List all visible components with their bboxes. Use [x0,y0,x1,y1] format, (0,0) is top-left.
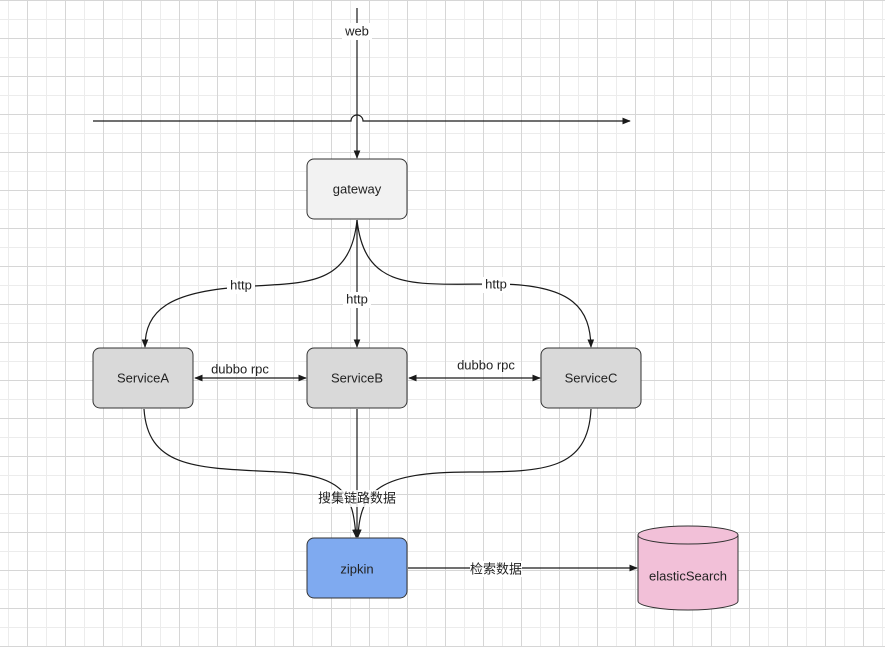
gateway-label: gateway [333,181,382,196]
elasticsearch-label: elasticSearch [649,568,727,583]
node-service-a[interactable]: ServiceA [92,347,194,409]
web-label-bg [342,23,372,40]
service-b-label: ServiceB [331,370,383,385]
collect-label-bg [318,490,396,507]
edge-label-collect-trace: 搜集链路数据 [318,490,396,505]
elasticsearch-cylinder-top[interactable] [637,525,739,545]
service-b-box[interactable] [306,347,408,409]
edge-service-a-to-zipkin[interactable] [143,408,359,538]
gateway-box[interactable] [306,158,408,220]
edge-label-http-b: http [346,291,368,306]
zipkin-box[interactable] [306,537,408,599]
node-gateway[interactable]: gateway [306,158,408,220]
node-elasticsearch[interactable]: elasticSearch [637,525,739,611]
service-a-box[interactable] [92,347,194,409]
http-b-label-bg [343,292,371,308]
edge-service-c-to-zipkin[interactable] [354,408,592,538]
edge-label-http-c: http [485,276,507,291]
elasticsearch-cylinder-body[interactable] [637,534,739,611]
horizontal-boundary-line[interactable] [93,114,631,125]
node-service-b[interactable]: ServiceB [306,347,408,409]
http-a-label-bg [227,278,255,294]
edge-label-retrieve-data: 检索数据 [470,561,522,576]
zipkin-label: zipkin [340,561,373,576]
edge-label-web: web [344,23,369,38]
http-c-label-bg [482,277,510,293]
service-c-label: ServiceC [565,370,618,385]
service-c-box[interactable] [540,347,642,409]
edge-label-dubbo-ab: dubbo rpc [211,361,269,376]
node-service-c[interactable]: ServiceC [540,347,642,409]
edge-label-dubbo-bc: dubbo rpc [457,357,515,372]
edge-gateway-to-service-c[interactable] [356,219,595,348]
retrieve-label-bg [470,561,522,577]
node-zipkin[interactable]: zipkin [306,537,408,599]
edge-label-http-a: http [230,277,252,292]
service-a-label: ServiceA [117,370,169,385]
